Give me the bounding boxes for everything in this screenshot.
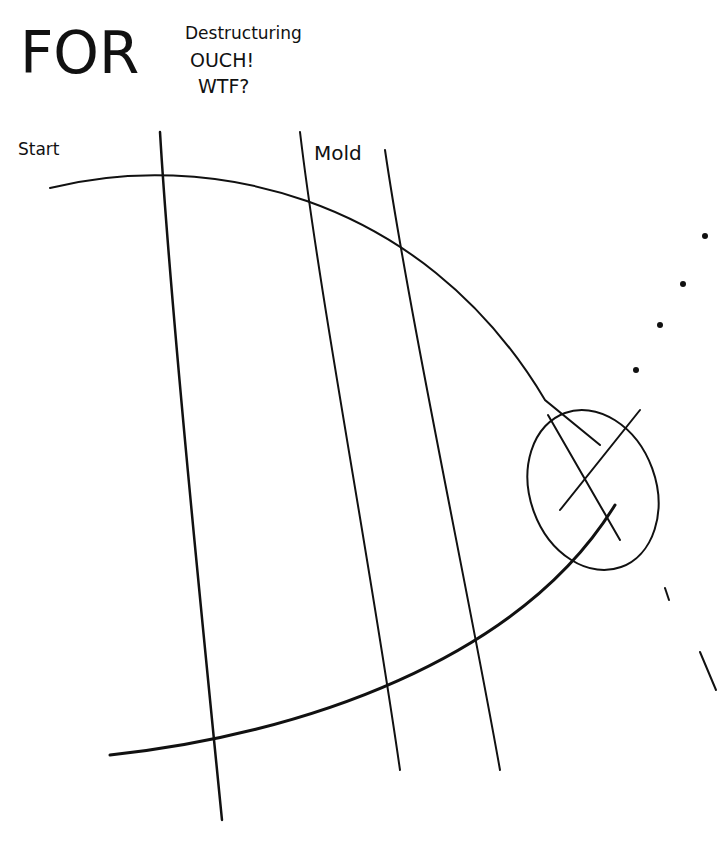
vertical-line — [385, 150, 500, 770]
note-text: Start — [18, 140, 60, 159]
dot — [702, 233, 708, 239]
note-text: WTF? — [198, 76, 249, 97]
dot — [633, 367, 639, 373]
cross-line — [560, 410, 640, 510]
cross-line — [548, 415, 620, 540]
dash — [665, 588, 669, 600]
vertical-line — [160, 132, 222, 820]
dash — [700, 652, 716, 690]
dot — [657, 322, 663, 328]
vertical-line — [300, 132, 400, 770]
dot — [680, 281, 686, 287]
note-text: OUCH! — [190, 50, 254, 71]
title-word: FOR — [20, 22, 139, 86]
region-label: Mold — [314, 142, 362, 164]
note-text: Destructuring — [185, 24, 302, 43]
circle — [506, 391, 680, 588]
lower-curve — [110, 505, 615, 755]
